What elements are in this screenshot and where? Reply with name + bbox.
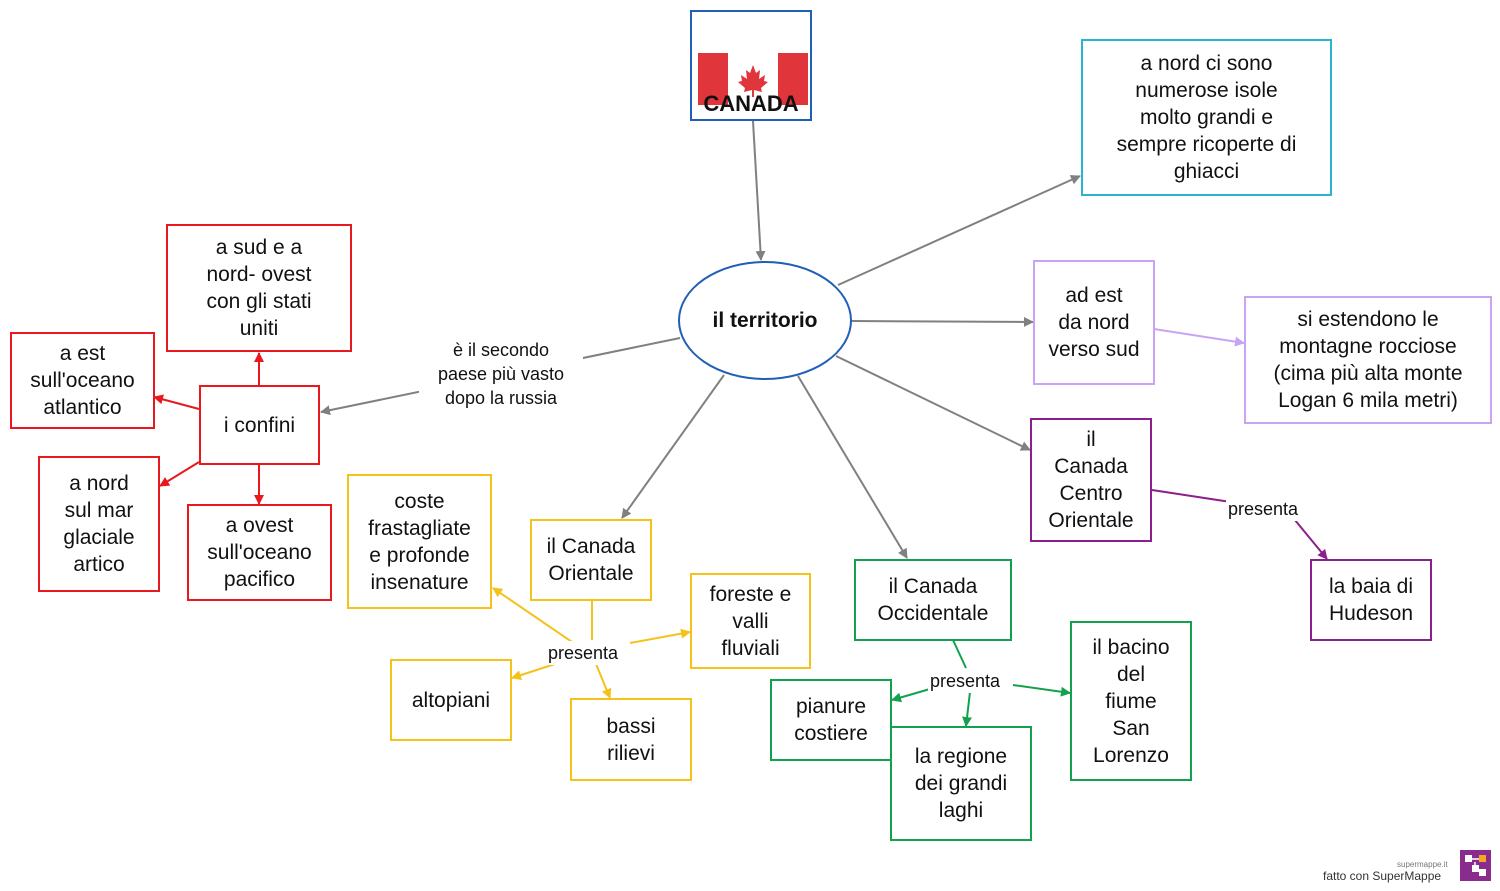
label-presenta-occidentale: presenta (928, 669, 1003, 693)
coste-node: coste frastagliate e profonde insenature (347, 474, 492, 609)
edge-presenta-baia (1289, 513, 1328, 560)
est-node: a est sull'oceano atlantico (10, 332, 155, 429)
sud-node: a sud e a nord- ovest con gli stati unit… (166, 224, 352, 352)
canada-orientale-node: il Canada Orientale (530, 519, 652, 601)
label-presenta-orientale: presenta (546, 641, 621, 665)
edge-occidentale-presenta (952, 639, 967, 669)
centro-orientale-node: il Canada Centro Orientale (1030, 418, 1152, 542)
edge-canada-territorio (752, 120, 766, 261)
footer-made-with: fatto con SuperMappe (1323, 869, 1442, 883)
canada-flag-icon (698, 26, 808, 105)
edge-territorio-orientale (621, 374, 725, 519)
canada-occidentale-node: il Canada Occidentale (854, 559, 1012, 641)
edge-territorio-isole (837, 175, 1081, 286)
edge-presenta-coste (492, 587, 573, 643)
isole-node: a nord ci sono numerose isole molto gran… (1081, 39, 1332, 196)
montagne-node: si estendono le montagne rocciose (cima … (1244, 296, 1492, 424)
baia-node: la baia di Hudeson (1310, 559, 1432, 641)
territorio-node: il territorio (678, 261, 852, 380)
altopiani-node: altopiani (390, 659, 512, 741)
canada-title: CANADA (703, 91, 799, 116)
edge-adest-montagne (1153, 328, 1245, 347)
edge-presenta-bassi (595, 663, 612, 699)
ovest-node: a ovest sull'oceano pacifico (187, 504, 332, 601)
edge-territorio-centro (835, 355, 1031, 451)
adest-node: ad est da nord verso sud (1033, 260, 1155, 385)
edge-presenta-foreste (629, 628, 691, 644)
edge-presenta-altopiani (511, 662, 559, 680)
edge-confini-nord (159, 461, 200, 487)
label-secondo-paese: è il secondo paese più vasto dopo la rus… (419, 338, 583, 410)
supermappe-logo-icon (1460, 850, 1491, 881)
edge-presenta-regione (962, 691, 973, 727)
edge-territorio-adest (851, 316, 1034, 327)
foreste-node: foreste e valli fluviali (690, 573, 811, 669)
pianure-node: pianure costiere (770, 679, 892, 761)
bacino-node: il bacino del fiume San Lorenzo (1070, 621, 1192, 781)
footer-site: supermappe.it (1397, 860, 1448, 869)
confini-node: i confini (199, 385, 320, 465)
edge-confini-est (153, 394, 200, 410)
regione-laghi-node: la regione dei grandi laghi (890, 726, 1032, 841)
edge-presenta-pianure (891, 688, 931, 703)
bassi-rilievi-node: bassi rilievi (570, 698, 692, 781)
nord-node: a nord sul mar glaciale artico (38, 456, 160, 592)
canada-node: CANADA (690, 10, 812, 121)
edge-territorio-occidentale (797, 375, 908, 559)
label-presenta-centro: presenta (1226, 497, 1301, 521)
edge-presenta-bacino (1012, 684, 1071, 697)
